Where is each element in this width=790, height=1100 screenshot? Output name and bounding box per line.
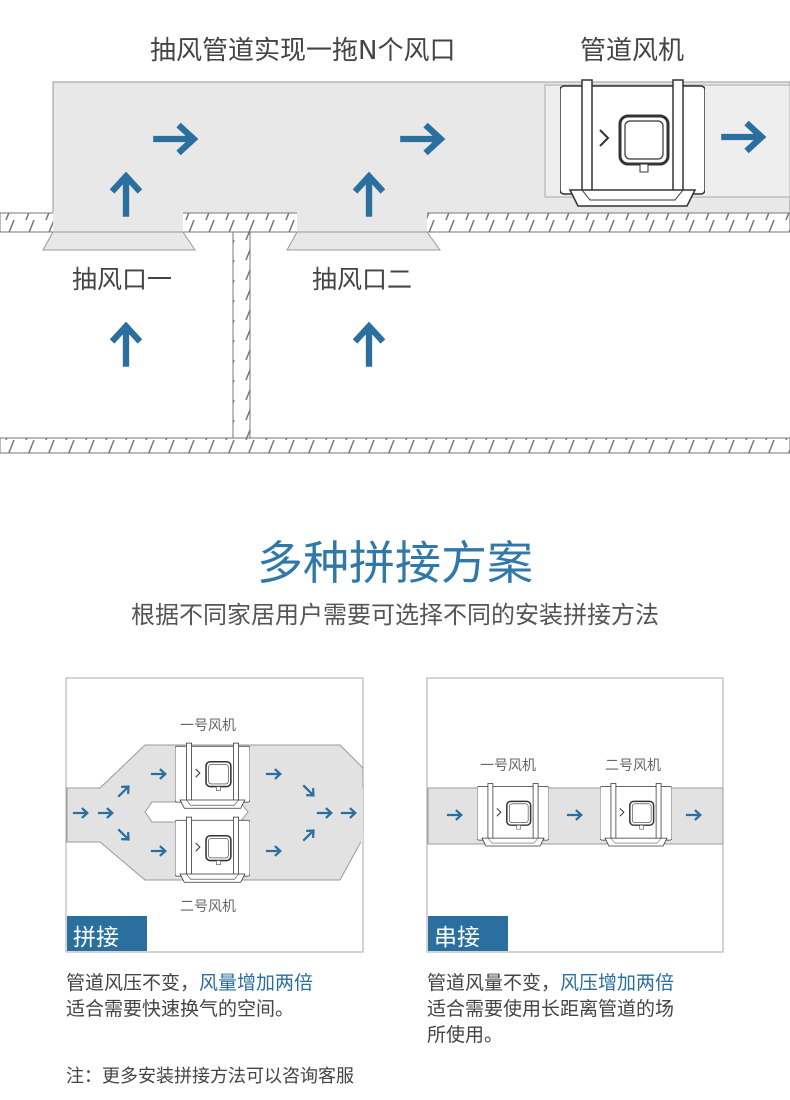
- section-heading: 多种拼接方案: [257, 536, 533, 590]
- panel-2-fan-1-label: 一号风机: [480, 758, 536, 774]
- duct-fan-icon: [560, 78, 705, 208]
- arrow-up-icon: [112, 326, 140, 367]
- arrow-up-icon: [355, 326, 383, 367]
- fan-1-icon: [477, 782, 549, 847]
- section-subheading: 根据不同家居用户需要可选择不同的安装拼接方法: [131, 601, 659, 629]
- series-panel-diagram: [426, 677, 724, 953]
- inlet-1-grille: [42, 231, 196, 251]
- caption-text: 所使用。: [427, 1024, 504, 1046]
- panel-1-badge: 拼接: [73, 925, 119, 951]
- inlet-1-label: 抽风口一: [72, 265, 173, 294]
- fan-label: 管道风机: [580, 36, 685, 66]
- top-duct-diagram: [0, 78, 790, 454]
- footnote: 注：更多安装拼接方法可以咨询客服: [66, 1066, 354, 1087]
- panel-1-fan-1-label: 一号风机: [180, 718, 236, 734]
- panel-1-fan-2-label: 二号风机: [180, 899, 236, 915]
- panel-2-badge: 串接: [434, 925, 480, 951]
- caption-highlight: 风量增加两倍: [199, 972, 314, 994]
- caption-text: 适合需要快速换气的空间。: [66, 998, 295, 1020]
- fan-2-icon: [175, 816, 250, 884]
- panel-2-fan-2-label: 二号风机: [605, 758, 661, 774]
- panel-2-caption: 管道风量不变，风压增加两倍 适合需要使用长距离管道的场 所使用。: [427, 970, 674, 1048]
- wall: [232, 231, 251, 439]
- top-title: 抽风管道实现一拖N个风口: [150, 36, 456, 66]
- panel-1-caption: 管道风压不变，风量增加两倍 适合需要快速换气的空间。: [66, 970, 313, 1022]
- inlet-2-grille: [286, 231, 441, 251]
- caption-text: 管道风量不变，: [427, 972, 561, 994]
- caption-highlight: 风压增加两倍: [560, 972, 675, 994]
- fan-1-icon: [175, 742, 250, 810]
- caption-text: 适合需要使用长距离管道的场: [427, 998, 675, 1020]
- inlet-2-label: 抽风口二: [312, 265, 413, 294]
- caption-text: 管道风压不变，: [66, 972, 200, 994]
- fan-2-icon: [600, 782, 672, 847]
- parallel-panel-diagram: [65, 677, 364, 953]
- floor: [0, 437, 790, 454]
